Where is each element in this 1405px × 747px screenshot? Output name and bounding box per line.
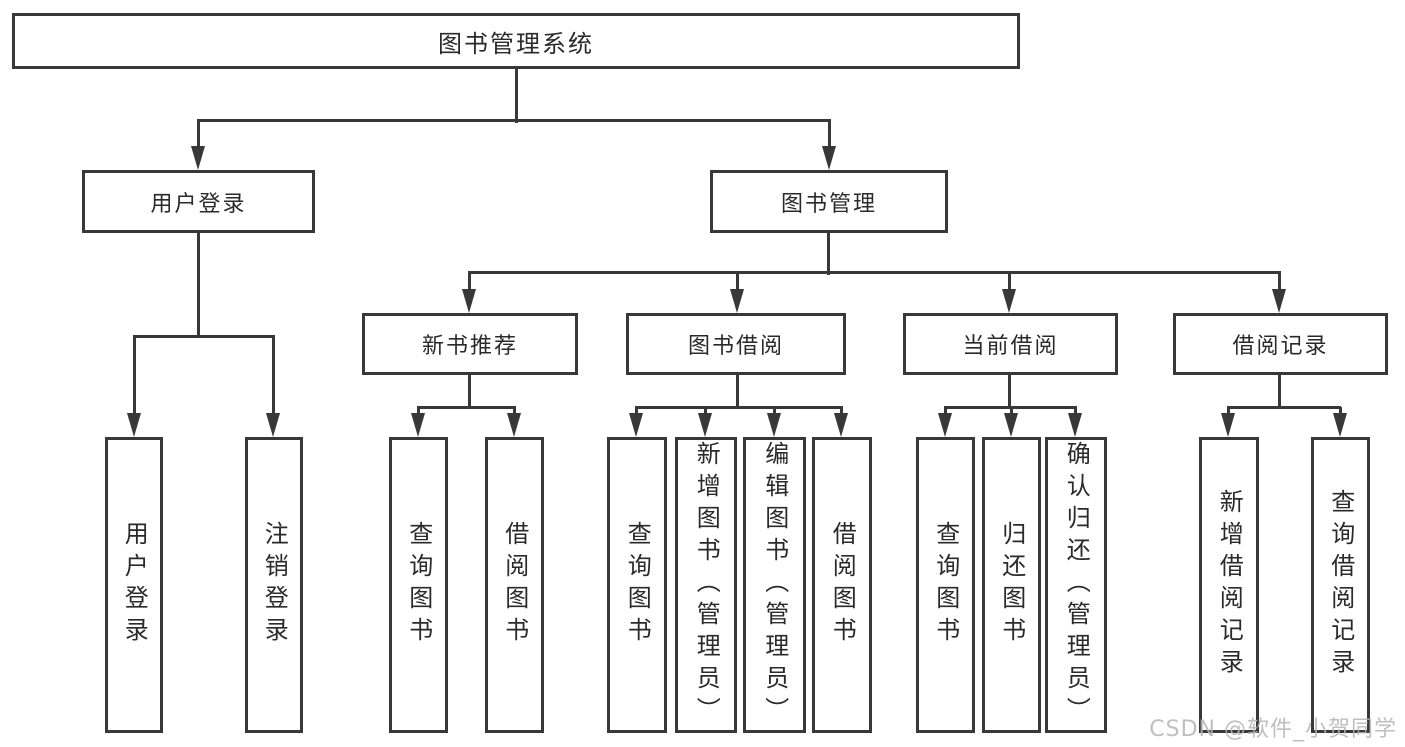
connector-line bbox=[272, 336, 275, 420]
node-current-borrowing: 当前借阅 bbox=[903, 313, 1118, 375]
connector-line bbox=[468, 271, 1281, 274]
leaf-current-return-books-label: 归还图书 bbox=[997, 521, 1026, 649]
leaf-logout: 注销登录 bbox=[245, 437, 303, 733]
node-book-management: 图书管理 bbox=[710, 170, 948, 233]
arrowhead-icon bbox=[191, 146, 205, 170]
leaf-borrowing-edit-books-admin: 编辑图书（管理员） bbox=[743, 437, 806, 733]
leaf-logout-label: 注销登录 bbox=[260, 521, 289, 649]
connector-line bbox=[468, 375, 471, 409]
node-user-login: 用户登录 bbox=[82, 170, 315, 233]
leaf-borrowing-borrow-books: 借阅图书 bbox=[812, 437, 872, 733]
leaf-records-add-record-label: 新增借阅记录 bbox=[1215, 489, 1244, 681]
node-borrowing-records-label: 借阅记录 bbox=[1232, 334, 1329, 359]
leaf-records-query-record: 查询借阅记录 bbox=[1311, 437, 1370, 733]
leaf-borrowing-add-books-admin: 新增图书（管理员） bbox=[675, 437, 737, 733]
arrowhead-icon bbox=[730, 289, 744, 313]
arrowhead-icon bbox=[462, 289, 476, 313]
arrowhead-icon bbox=[629, 413, 643, 437]
arrowhead-icon bbox=[1068, 413, 1082, 437]
connector-line bbox=[468, 272, 471, 296]
connector-line bbox=[133, 335, 275, 338]
connector-line bbox=[515, 68, 518, 123]
node-library-system: 图书管理系统 bbox=[12, 13, 1020, 69]
node-book-borrowing: 图书借阅 bbox=[626, 313, 846, 375]
node-new-book-recommend: 新书推荐 bbox=[362, 313, 578, 375]
connector-line bbox=[828, 120, 831, 152]
node-current-borrowing-label: 当前借阅 bbox=[962, 334, 1059, 359]
leaf-current-return-books: 归还图书 bbox=[982, 437, 1041, 733]
leaf-borrowing-query-books: 查询图书 bbox=[607, 437, 667, 733]
leaf-borrowing-edit-books-admin-label: 编辑图书（管理员） bbox=[760, 441, 789, 729]
leaf-records-query-record-label: 查询借阅记录 bbox=[1326, 489, 1355, 681]
connector-line bbox=[736, 272, 739, 296]
node-book-management-label: 图书管理 bbox=[780, 191, 877, 217]
leaf-current-query-books: 查询图书 bbox=[916, 437, 975, 733]
connector-line bbox=[635, 406, 843, 409]
leaf-borrowing-add-books-admin-label: 新增图书（管理员） bbox=[692, 441, 721, 729]
node-book-borrowing-label: 图书借阅 bbox=[687, 334, 784, 359]
leaf-recommend-query-books-label: 查询图书 bbox=[404, 521, 433, 649]
arrowhead-icon bbox=[1002, 289, 1016, 313]
leaf-user-login: 用户登录 bbox=[105, 437, 163, 733]
connector-line bbox=[197, 120, 200, 152]
leaf-recommend-borrow-books-label: 借阅图书 bbox=[500, 521, 529, 649]
connector-line bbox=[1278, 272, 1281, 296]
connector-line bbox=[1227, 406, 1341, 409]
arrowhead-icon bbox=[938, 413, 952, 437]
arrowhead-icon bbox=[266, 413, 280, 437]
leaf-borrowing-borrow-books-label: 借阅图书 bbox=[828, 521, 857, 649]
node-borrowing-records: 借阅记录 bbox=[1173, 313, 1388, 375]
leaf-current-confirm-return-admin-label: 确认归还（管理员） bbox=[1062, 441, 1091, 729]
connector-line bbox=[1008, 375, 1011, 409]
arrowhead-icon bbox=[1004, 413, 1018, 437]
arrowhead-icon bbox=[127, 413, 141, 437]
node-user-login-label: 用户登录 bbox=[150, 191, 247, 217]
arrowhead-icon bbox=[507, 413, 521, 437]
arrowhead-icon bbox=[767, 413, 781, 437]
leaf-current-query-books-label: 查询图书 bbox=[931, 521, 960, 649]
arrowhead-icon bbox=[1333, 413, 1347, 437]
leaf-records-add-record: 新增借阅记录 bbox=[1199, 437, 1259, 733]
csdn-watermark: CSDN @软件_小贺同学 bbox=[1149, 717, 1397, 742]
connector-line bbox=[417, 406, 516, 409]
node-new-book-recommend-label: 新书推荐 bbox=[421, 334, 518, 359]
connector-line bbox=[736, 375, 739, 409]
leaf-user-login-label: 用户登录 bbox=[120, 521, 149, 649]
arrowhead-icon bbox=[698, 413, 712, 437]
leaf-recommend-query-books: 查询图书 bbox=[389, 437, 448, 733]
leaf-borrowing-query-books-label: 查询图书 bbox=[623, 521, 652, 649]
connector-line bbox=[827, 233, 830, 275]
node-library-system-label: 图书管理系统 bbox=[438, 29, 594, 58]
arrowhead-icon bbox=[1221, 413, 1235, 437]
connector-line bbox=[133, 336, 136, 420]
arrowhead-icon bbox=[411, 413, 425, 437]
connector-line bbox=[1008, 272, 1011, 296]
arrowhead-icon bbox=[822, 146, 836, 170]
leaf-current-confirm-return-admin: 确认归还（管理员） bbox=[1045, 437, 1107, 733]
arrowhead-icon bbox=[1272, 289, 1286, 313]
connector-line bbox=[1278, 375, 1281, 409]
connector-line bbox=[197, 233, 200, 338]
arrowhead-icon bbox=[834, 413, 848, 437]
leaf-recommend-borrow-books: 借阅图书 bbox=[485, 437, 544, 733]
connector-line bbox=[197, 119, 831, 122]
